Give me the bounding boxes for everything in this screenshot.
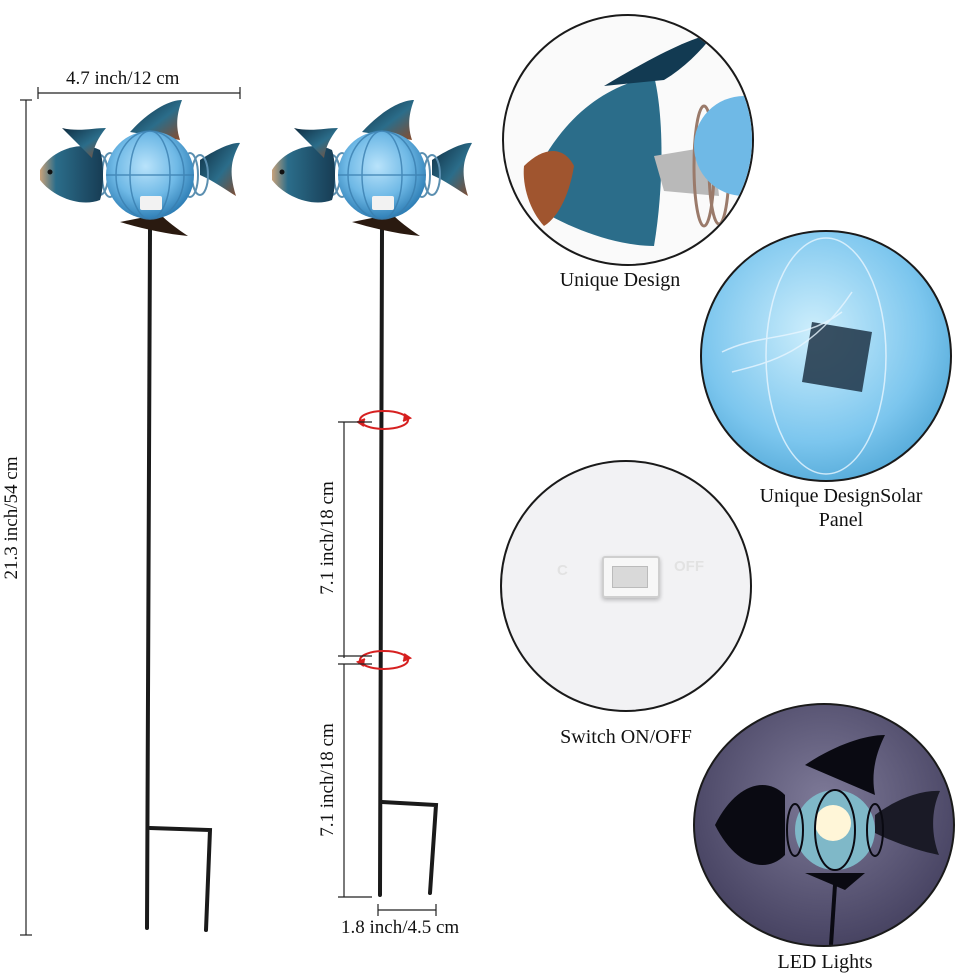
segment-upper-label: 7.1 inch/18 cm: [317, 481, 338, 595]
width-dimension-line: [37, 87, 241, 99]
base-width-label: 1.8 inch/4.5 cm: [341, 917, 460, 938]
rotate-joint-lower-icon: [355, 650, 413, 670]
stake-2: [378, 228, 439, 897]
feature-led-lights-image: [693, 703, 955, 947]
stake-1: [145, 228, 213, 932]
feature-led-lights-caption: LED Lights: [777, 951, 873, 973]
feature-switch-caption: Switch ON/OFF: [560, 726, 692, 748]
segment-dimension-lines: [338, 421, 372, 898]
feature-switch-image: C OFF: [500, 460, 752, 712]
switch-toggle: [612, 566, 648, 588]
feature-solar-panel-caption-line2: Panel: [818, 509, 864, 531]
fish-1: [40, 100, 240, 236]
width-label: 4.7 inch/12 cm: [66, 68, 180, 89]
feature-solar-panel-caption: Unique DesignSolar Panel: [726, 484, 956, 532]
height-dimension-line: [20, 99, 32, 936]
segment-lower-label: 7.1 inch/18 cm: [317, 723, 338, 837]
switch-on-mark: C: [557, 562, 568, 579]
rotate-joint-upper-icon: [355, 410, 413, 430]
feature-unique-design-caption: Unique Design: [559, 269, 681, 291]
switch-off-mark: OFF: [674, 558, 704, 575]
feature-unique-design-image: [502, 14, 754, 266]
switch-body: [602, 556, 660, 598]
base-dimension-line: [377, 904, 437, 916]
fish-2: [272, 100, 472, 236]
feature-solar-panel-caption-line1: Unique DesignSolar: [759, 485, 923, 507]
height-label: 21.3 inch/54 cm: [1, 456, 22, 580]
feature-solar-panel-image: [700, 230, 952, 482]
